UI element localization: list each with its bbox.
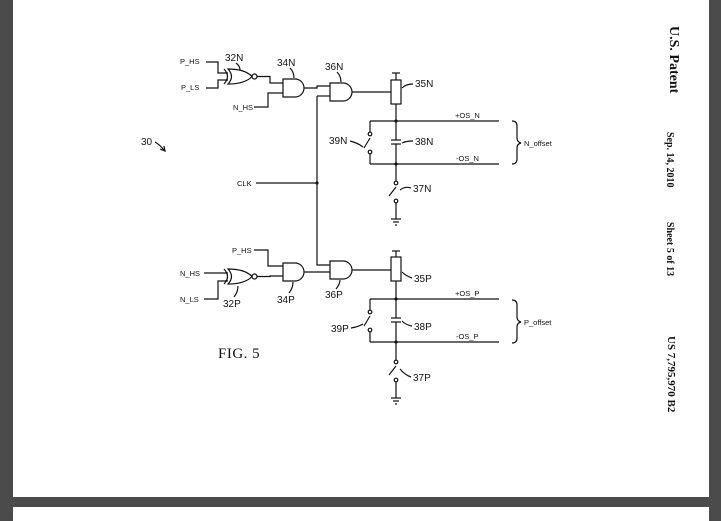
leader-39p — [350, 323, 364, 329]
wire-p-ls-top — [206, 79, 228, 89]
label-os-p-pos: +OS_P — [455, 289, 479, 298]
label-39n: 39N — [329, 136, 347, 147]
label-p-ls-top: P_LS — [181, 83, 199, 92]
label-os-n-neg: -OS_N — [456, 154, 479, 163]
switch-37p — [388, 342, 399, 398]
header-title: U.S. Patent — [666, 26, 681, 94]
label-39p: 39P — [331, 324, 349, 335]
and-gate-34n — [282, 78, 305, 98]
label-p-hs-top: P_HS — [180, 57, 200, 66]
label-p-offset: P_offset — [524, 318, 552, 327]
leader-36n — [336, 71, 342, 83]
leader-38p — [401, 320, 413, 327]
clock-line: CLK — [237, 95, 330, 266]
leader-34n — [289, 67, 295, 79]
brace-n-offset — [511, 120, 522, 165]
leader-36p — [335, 279, 341, 290]
wire-and-to-and-top — [304, 85, 330, 89]
brace-p-offset — [511, 299, 522, 344]
label-38p: 38P — [414, 322, 432, 333]
wire-xnor-to-and-top — [257, 75, 283, 84]
capacitor-38n — [391, 119, 401, 166]
leader-37n — [399, 186, 412, 191]
figure-ref-30: 30 — [141, 137, 166, 152]
header-patent-number: US 7,795,970 B2 — [665, 336, 677, 413]
switch-37n — [388, 164, 399, 219]
xnor-gate-32p — [223, 268, 258, 285]
ground-icon — [391, 218, 401, 226]
resistor-35p — [390, 256, 402, 282]
switch-39p — [363, 299, 373, 342]
label-35p: 35P — [414, 274, 432, 285]
leader-39n — [349, 140, 364, 148]
leader-37p — [399, 368, 412, 378]
label-n-hs-bottom: N_HS — [180, 269, 200, 278]
leader-32n — [235, 62, 241, 71]
leader-38n — [401, 140, 414, 144]
wire-n-hs-top — [254, 92, 283, 108]
capacitor-38p — [391, 297, 401, 344]
and-gate-36n — [329, 82, 353, 102]
circuit-diagram: P_HS P_LS N_HS 32N 34N 36N — [141, 53, 553, 405]
label-30: 30 — [141, 137, 153, 148]
label-34n: 34N — [277, 58, 295, 69]
label-35n: 35N — [415, 79, 433, 90]
leader-34p — [288, 281, 294, 294]
label-37p: 37P — [413, 373, 431, 384]
label-36n: 36N — [325, 62, 343, 73]
header-sheet: Sheet 5 of 13 — [664, 222, 675, 277]
figure-label: FIG. 5 — [218, 346, 261, 362]
label-os-p-neg: -OS_P — [456, 332, 479, 341]
label-p-hs-bottom: P_HS — [232, 246, 252, 255]
label-38n: 38N — [415, 137, 433, 148]
and-gate-36p — [329, 260, 353, 280]
wire-xnor-to-and-bottom — [257, 275, 283, 278]
label-clk: CLK — [237, 179, 252, 188]
patent-sheet: P_HS P_LS N_HS 32N 34N 36N — [13, 0, 709, 497]
p-section: P_HS N_HS N_LS 32P 34P 36P — [180, 246, 552, 405]
xnor-gate-32n — [223, 68, 258, 85]
ground-icon — [391, 397, 401, 405]
leader-35n — [401, 83, 414, 89]
label-34p: 34P — [277, 295, 295, 306]
label-37n: 37N — [413, 184, 431, 195]
label-36p: 36P — [325, 290, 343, 301]
label-32p: 32P — [223, 299, 241, 310]
wire-p-hs-bottom — [254, 249, 283, 267]
label-n-offset: N_offset — [524, 139, 553, 148]
resistor-35n — [390, 79, 402, 105]
wire-n-ls-bottom — [204, 280, 228, 300]
wire-p-hs-top — [206, 61, 228, 74]
label-n-hs-top: N_HS — [233, 103, 253, 112]
label-32n: 32N — [225, 53, 243, 64]
n-section: P_HS P_LS N_HS 32N 34N 36N — [180, 53, 553, 226]
leader-32p — [233, 285, 239, 298]
switch-39n — [363, 121, 373, 164]
leader-35p — [401, 271, 413, 279]
next-page-edge — [13, 507, 709, 521]
label-n-ls-bottom: N_LS — [180, 295, 199, 304]
label-os-n-pos: +OS_N — [455, 111, 480, 120]
and-gate-34p — [282, 262, 305, 282]
header-date: Sep. 14, 2010 — [664, 132, 675, 188]
